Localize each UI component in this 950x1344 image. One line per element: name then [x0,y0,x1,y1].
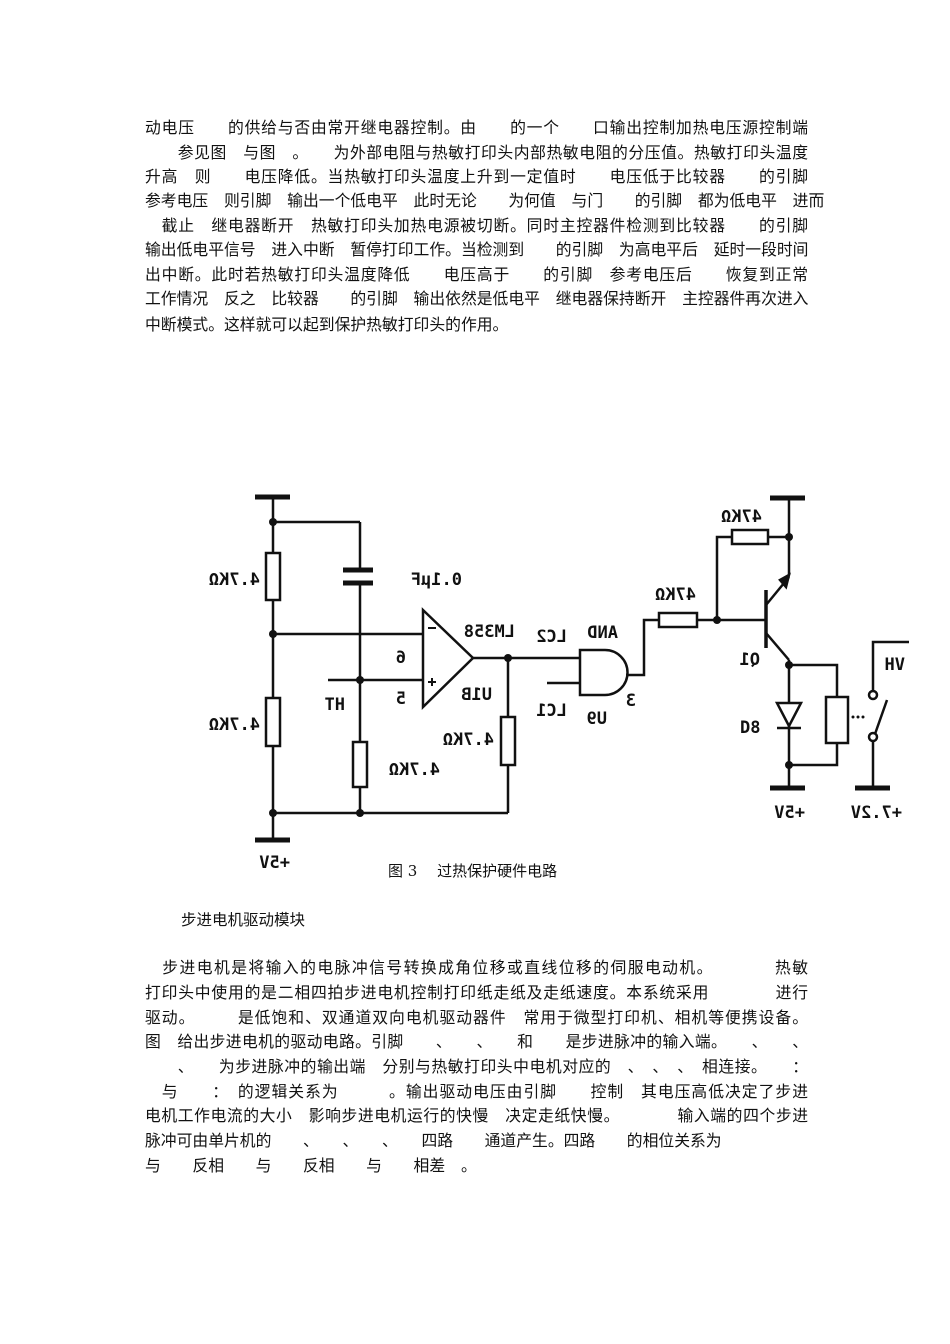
label-pin-plus: 5 [396,689,406,709]
label-gate-ref: U9 [587,709,607,729]
text-line: 脉冲可由单片机的 、 、 、 四路 通道产生。四路 的相位关系为 [145,1131,722,1150]
label-r4: 4.7KΩ [443,730,494,750]
text-line: 工作情况 反之 比较器 的引脚 输出依然是低电平 继电器保持断开 主控器件再次进… [145,289,809,308]
label-lc2: LC2 [536,627,567,647]
text-line: 截止 继电器断开 热敏打印头加热电源被切断。同时主控器件检测到比较器 的引脚 [145,216,808,235]
resistor-r2 [264,696,282,748]
relay-coil [824,695,850,745]
label-ht: HT [325,695,345,715]
label-pin-minus: 6 [396,648,406,668]
label-vh: VH [885,655,905,675]
text-line: 输出低电平信号 进入中断 暂停打印工作。当检测到 的引脚 为高电平后 延时一段时… [145,240,809,259]
label-r1: 4.7KΩ [209,570,260,590]
relay-switch [867,689,879,701]
label-r6: 47KΩ [721,507,762,527]
label-pin-out: 3 [626,691,636,711]
label-5v-left: +5V [259,853,290,873]
label-and: AND [587,623,618,643]
label-r3: 4.7KΩ [389,760,440,780]
text-line: 与 ： 的逻辑关系为 。输出驱动电压由引脚 控制 其电压高低决定了步进 [145,1082,808,1101]
resistor-r3 [351,740,369,789]
text-line: 、 为步进脉冲的输出端 分别与热敏打印头中电机对应的 、 、 、 相连接。 ： [145,1057,808,1076]
text-line: 与 反相 与 反相 与 相差 。 [145,1156,477,1175]
diode-d8 [774,701,804,729]
text-line: 打印头中使用的是二相四拍步进电机控制打印纸走纸及走纸速度。本系统采用 进行 [145,983,808,1002]
label-opamp: LM358 [464,622,515,642]
label-7v2: +7.2V [851,803,902,823]
text-line: 参考电压 则引脚 输出一个低电平 此时无论 为何值 与门 的引脚 都为低电平 进… [145,191,825,210]
text-line: 参见图 与图 。 为外部电阻与热敏打印头内部热敏电阻的分压值。热敏打印头温度 [145,143,808,162]
label-5v-right: +5V [774,803,805,823]
resistor-r4 [499,715,517,767]
text-line: 中断模式。这样就可以起到保护热敏打印头的作用。 [145,315,509,334]
text-line: 电机工作电流的大小 影响步进电机运行的快慢 决定走纸快慢。 输入端的四个步进 [145,1106,808,1125]
text-line: 驱动。 是低饱和、双通道双向电机驱动器件 常用于微型打印机、相机等便携设备。 [145,1008,808,1027]
text-line: 步进电机是将输入的电脉冲信号转换成角位移或直线位移的伺服电动机。 热敏 [145,958,808,977]
text-line: 升高 则 电压降低。当热敏打印头温度上升到一定值时 电压低于比较器 的引脚 [145,167,808,186]
label-r2: 4.7KΩ [209,715,260,735]
overheat-circuit-diagram: 4.7KΩ 4.7KΩ 4.7KΩ 4.7KΩ 47KΩ 47KΩ 0.1μF … [209,494,909,873]
label-opamp-ref: U1B [461,685,492,705]
figure-caption: 图 3 过热保护硬件电路 [388,862,558,880]
label-r5: 47KΩ [655,585,696,605]
and-gate-symbol [578,648,629,697]
resistor-r6 [730,528,770,546]
resistor-r5 [657,611,699,629]
label-diode: D8 [740,718,760,738]
text-line: 动电压 的供给与否由常开继电器控制。由 的一个 口输出控制加热电压源控制端 [145,118,808,137]
text-line: 出中断。此时若热敏打印头温度降低 电压高于 的引脚 参考电压后 恢复到正常 [145,265,808,284]
label-cap: 0.1μF [411,570,462,590]
text-line: 图 给出步进电机的驱动电路。引脚 、 、 和 是步进脉冲的输入端。 、 、 [145,1032,808,1051]
label-lc1: LC1 [536,701,567,721]
section-heading: 步进电机驱动模块 [181,911,306,929]
label-transistor: Q1 [740,650,760,670]
resistor-r1 [264,551,282,602]
